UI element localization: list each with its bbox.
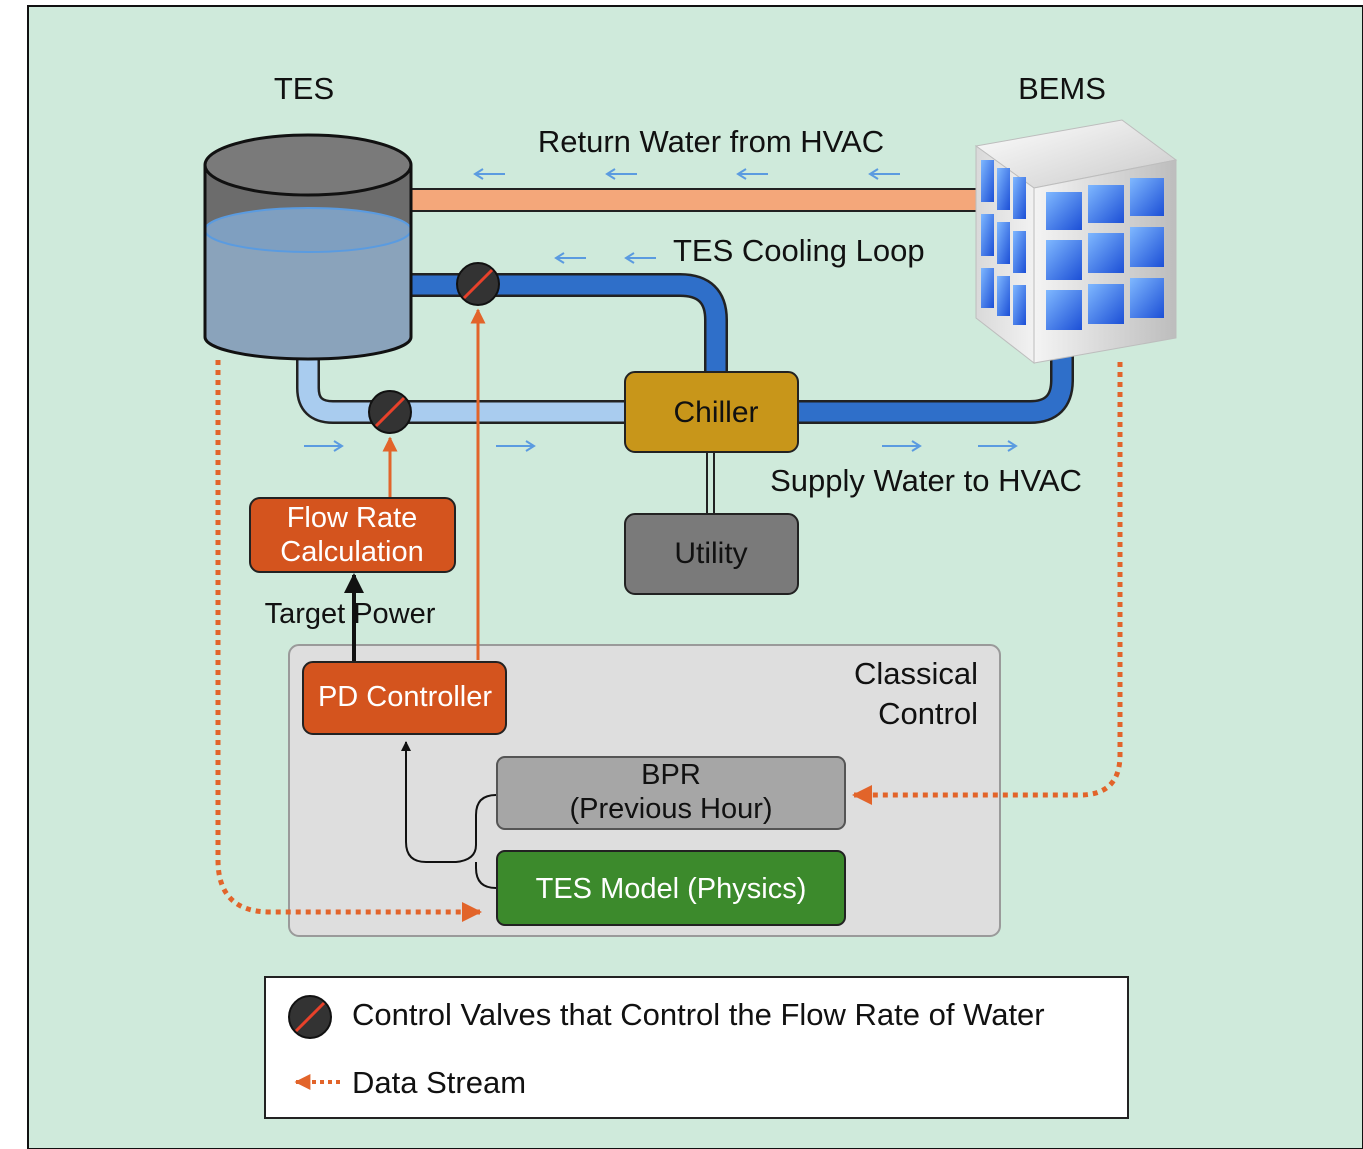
tes-cooling-loop-pipe — [408, 273, 728, 376]
supply-water-pipe — [795, 352, 1074, 424]
pd-controller-box: PD Controller — [302, 661, 507, 735]
return-water-label: Return Water from HVAC — [538, 124, 884, 159]
bems-left-windows — [981, 160, 1026, 325]
utility-label: Utility — [674, 537, 747, 570]
legend-data-stream-text: Data Stream — [352, 1065, 526, 1100]
bems-building-icon — [974, 119, 1178, 365]
supply-flow-arrows — [882, 440, 1018, 452]
bpr-label-1: BPR — [641, 759, 701, 791]
supply-water-label: Supply Water to HVAC — [770, 463, 1082, 498]
tes-tank — [203, 133, 413, 361]
legend-valve-icon — [288, 995, 332, 1039]
return-flow-arrows — [473, 168, 900, 180]
legend: Control Valves that Control the Flow Rat… — [264, 976, 1129, 1119]
tes-model-box: TES Model (Physics) — [496, 850, 846, 926]
tes-outlet-pipe — [296, 345, 628, 424]
flow-rate-label-1: Flow Rate — [287, 502, 418, 534]
tes-data-stream — [215, 360, 482, 922]
target-power-label: Target Power — [265, 598, 436, 630]
tes-model-label: TES Model (Physics) — [536, 873, 807, 905]
bpr-box: BPR (Previous Hour) — [496, 756, 846, 830]
cooling-loop-flow-arrows — [554, 252, 656, 264]
flow-rate-calculation-box: Flow Rate Calculation — [249, 497, 456, 573]
tes-outlet-flow-arrows — [304, 440, 536, 452]
return-water-pipe — [409, 188, 986, 212]
chiller-utility-connector — [706, 452, 715, 514]
pd-controller-label: PD Controller — [318, 681, 492, 713]
bems-right-windows — [1046, 178, 1164, 330]
flow-rate-label-2: Calculation — [280, 536, 423, 568]
control-valve-cooling-loop — [456, 262, 500, 306]
chiller-label: Chiller — [673, 396, 758, 429]
bpr-label-2: (Previous Hour) — [569, 793, 772, 825]
cooling-loop-label: TES Cooling Loop — [673, 233, 925, 268]
classical-control-label-2: Control — [878, 696, 978, 731]
tes-model-connector — [475, 862, 497, 889]
legend-valve-text: Control Valves that Control the Flow Rat… — [352, 997, 1045, 1032]
models-to-pd-arrow — [401, 741, 497, 863]
utility-box: Utility — [624, 513, 799, 595]
tes-title: TES — [274, 71, 334, 106]
control-valve-tes-outlet — [368, 390, 412, 434]
bems-title: BEMS — [1018, 71, 1106, 106]
chiller-box: Chiller — [624, 371, 799, 453]
classical-control-label-1: Classical — [854, 656, 978, 691]
bems-data-stream — [852, 362, 1123, 805]
